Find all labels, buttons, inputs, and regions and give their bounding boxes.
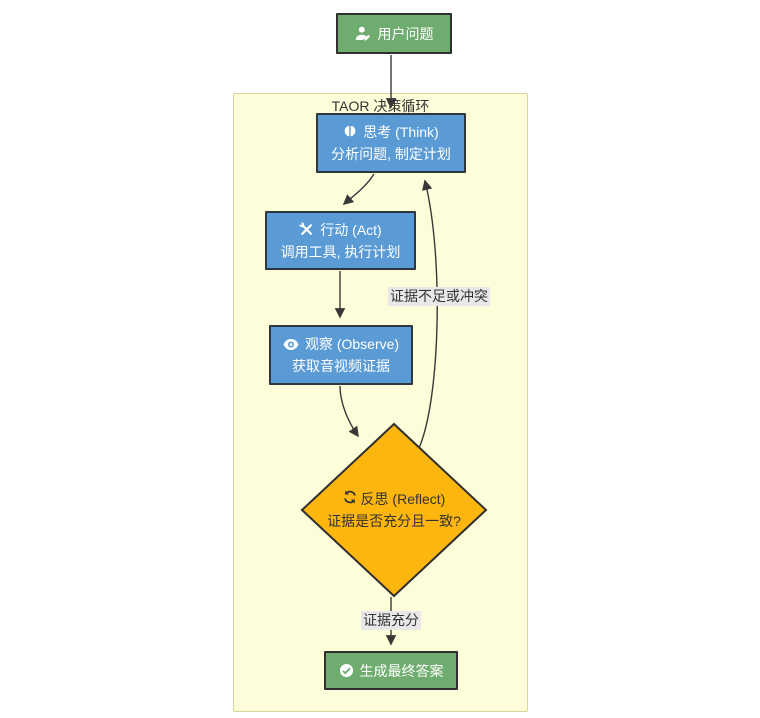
node-think: 思考 (Think) 分析问题, 制定计划 <box>316 113 466 173</box>
eye-icon <box>283 338 299 351</box>
node-act-title: 行动 (Act) <box>320 221 382 238</box>
node-act-subtitle: 调用工具, 执行计划 <box>280 243 401 260</box>
node-think-subtitle: 分析问题, 制定计划 <box>331 146 451 162</box>
check-circle-icon <box>339 663 354 678</box>
subgraph-title: TAOR 决策循环 <box>331 98 430 114</box>
node-reflect-title: 反思 (Reflect) <box>360 491 446 507</box>
edge-label-insufficient-evidence: 证据不足或冲突 <box>388 287 490 306</box>
rotate-icon <box>343 490 361 507</box>
node-observe-subtitle: 获取音视频证据 <box>292 358 390 374</box>
node-final-answer: 生成最终答案 <box>324 651 458 690</box>
node-observe: 观察 (Observe) 获取音视频证据 <box>269 325 413 385</box>
node-final-answer-label: 生成最终答案 <box>359 662 444 679</box>
node-reflect-subtitle: 证据是否充分且一致? <box>327 513 461 529</box>
user-pen-icon <box>355 26 372 41</box>
node-user-question: 用户问题 <box>336 13 452 54</box>
edge-label-sufficient-evidence: 证据充分 <box>361 611 421 630</box>
node-reflect: 反思 (Reflect) 证据是否充分且一致? <box>302 424 486 596</box>
node-user-question-label: 用户问题 <box>377 25 434 42</box>
node-observe-title: 观察 (Observe) <box>304 336 400 352</box>
tools-icon <box>299 222 314 237</box>
taor-loop-subgraph <box>233 93 528 712</box>
brain-icon <box>343 125 357 139</box>
node-act: 行动 (Act) 调用工具, 执行计划 <box>265 211 416 270</box>
node-think-title: 思考 (Think) <box>363 124 439 140</box>
